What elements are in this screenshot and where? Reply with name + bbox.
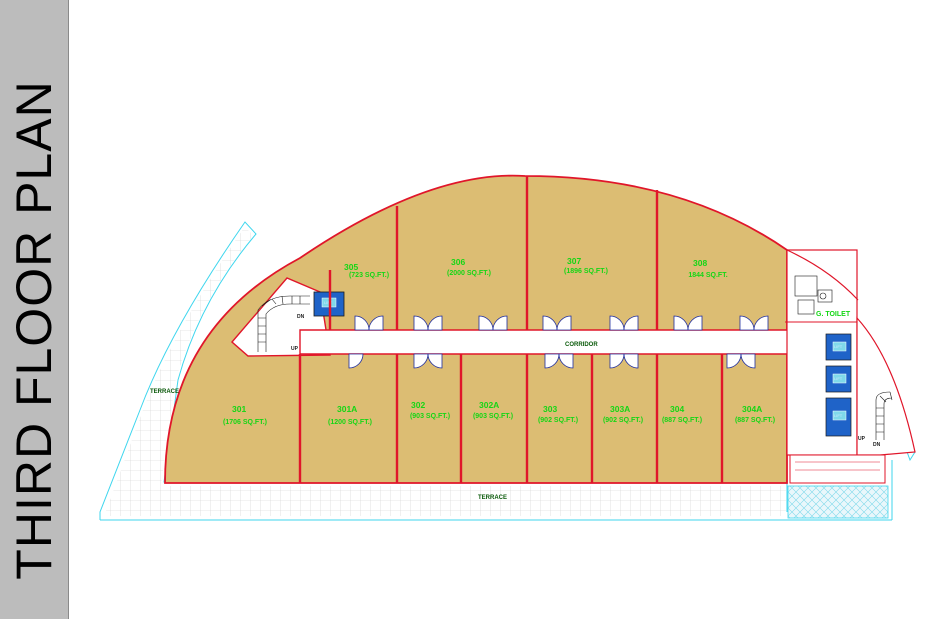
toilet-fixtures: [794, 275, 833, 315]
unit-304-area: (887 SQ.FT.): [662, 417, 702, 424]
terrace-bottom: [104, 486, 786, 516]
corridor-label: CORRIDOR: [565, 342, 598, 348]
unit-labels: 301 (1706 SQ.FT.) 301A (1200 SQ.FT.) 302 (903…: [223, 256, 775, 426]
unit-307-area: (1896 SQ.FT.): [564, 268, 608, 275]
unit-308-number: 308: [693, 258, 707, 268]
stair-right: [875, 391, 893, 440]
terrace-left-label: TERRACE: [150, 389, 179, 395]
unit-304-number: 304: [670, 404, 684, 414]
stair-dn-left: DN: [297, 314, 305, 320]
unit-305-number: 305: [344, 262, 358, 272]
lift-left-label: LIFT: [324, 300, 333, 305]
unit-303-number: 303: [543, 404, 557, 414]
partition-walls: [298, 176, 724, 483]
unit-305-area: (723 SQ.FT.): [349, 272, 389, 279]
lift-right-2-label: LIFT: [834, 376, 843, 381]
stair-up-left: UP: [291, 346, 299, 352]
unit-302-area: (903 SQ.FT.): [410, 413, 450, 420]
lift-right-1-label: LIFT: [834, 344, 843, 349]
unit-302a-area: (903 SQ.FT.): [473, 413, 513, 420]
unit-302a-number: 302A: [479, 400, 499, 410]
unit-306-number: 306: [451, 257, 465, 267]
terrace-left: [104, 226, 253, 516]
unit-303a-area: (902 SQ.FT.): [603, 417, 643, 424]
doors-top: [354, 315, 769, 331]
lifts-right: [825, 333, 852, 437]
terrace-bottom-right: [787, 485, 889, 519]
unit-308-area: 1844 SQ.FT.: [688, 272, 727, 279]
lift-right-3-label: LIFT: [834, 413, 843, 418]
sidebar-panel: THIRD FLOOR PLAN: [0, 0, 69, 619]
unit-304a-number: 304A: [742, 404, 762, 414]
unit-306-area: (2000 SQ.FT.): [447, 270, 491, 277]
stair-dn-right: DN: [873, 442, 881, 448]
unit-301-number: 301: [232, 404, 246, 414]
unit-301a-number: 301A: [337, 404, 357, 414]
unit-303-area: (902 SQ.FT.): [538, 417, 578, 424]
toilet-label: G. TOILET: [816, 311, 851, 318]
unit-301-area: (1706 SQ.FT.): [223, 419, 267, 426]
unit-302-number: 302: [411, 400, 425, 410]
unit-303a-number: 303A: [610, 404, 630, 414]
terrace-bottom-label: TERRACE: [478, 495, 507, 501]
doors-bottom: [348, 353, 756, 369]
stair-up-right: UP: [858, 436, 866, 442]
stair-left: [257, 295, 310, 352]
corridor: [299, 329, 801, 355]
unit-301a-area: (1200 SQ.FT.): [328, 419, 372, 426]
service-bottom: [789, 454, 886, 484]
unit-304a-area: (887 SQ.FT.): [735, 417, 775, 424]
unit-307-number: 307: [567, 256, 581, 266]
stair-block-right: [856, 316, 916, 456]
service-curve: [786, 249, 859, 301]
